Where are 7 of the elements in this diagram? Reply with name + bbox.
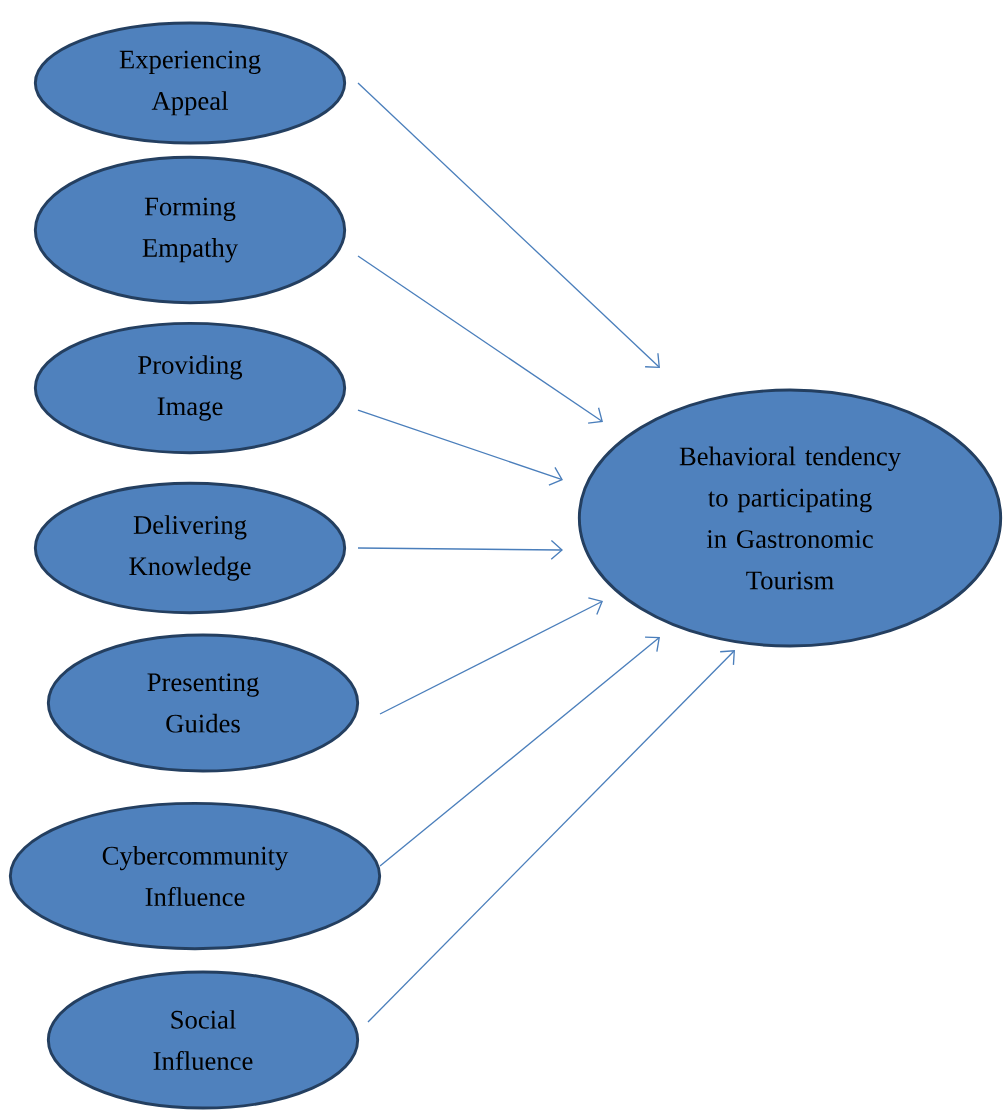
arrow (379, 597, 603, 715)
arrow (367, 650, 735, 1023)
arrow (357, 409, 563, 486)
arrow (379, 636, 660, 867)
arrow (357, 82, 660, 368)
arrow (357, 255, 603, 424)
arrow (357, 539, 563, 560)
